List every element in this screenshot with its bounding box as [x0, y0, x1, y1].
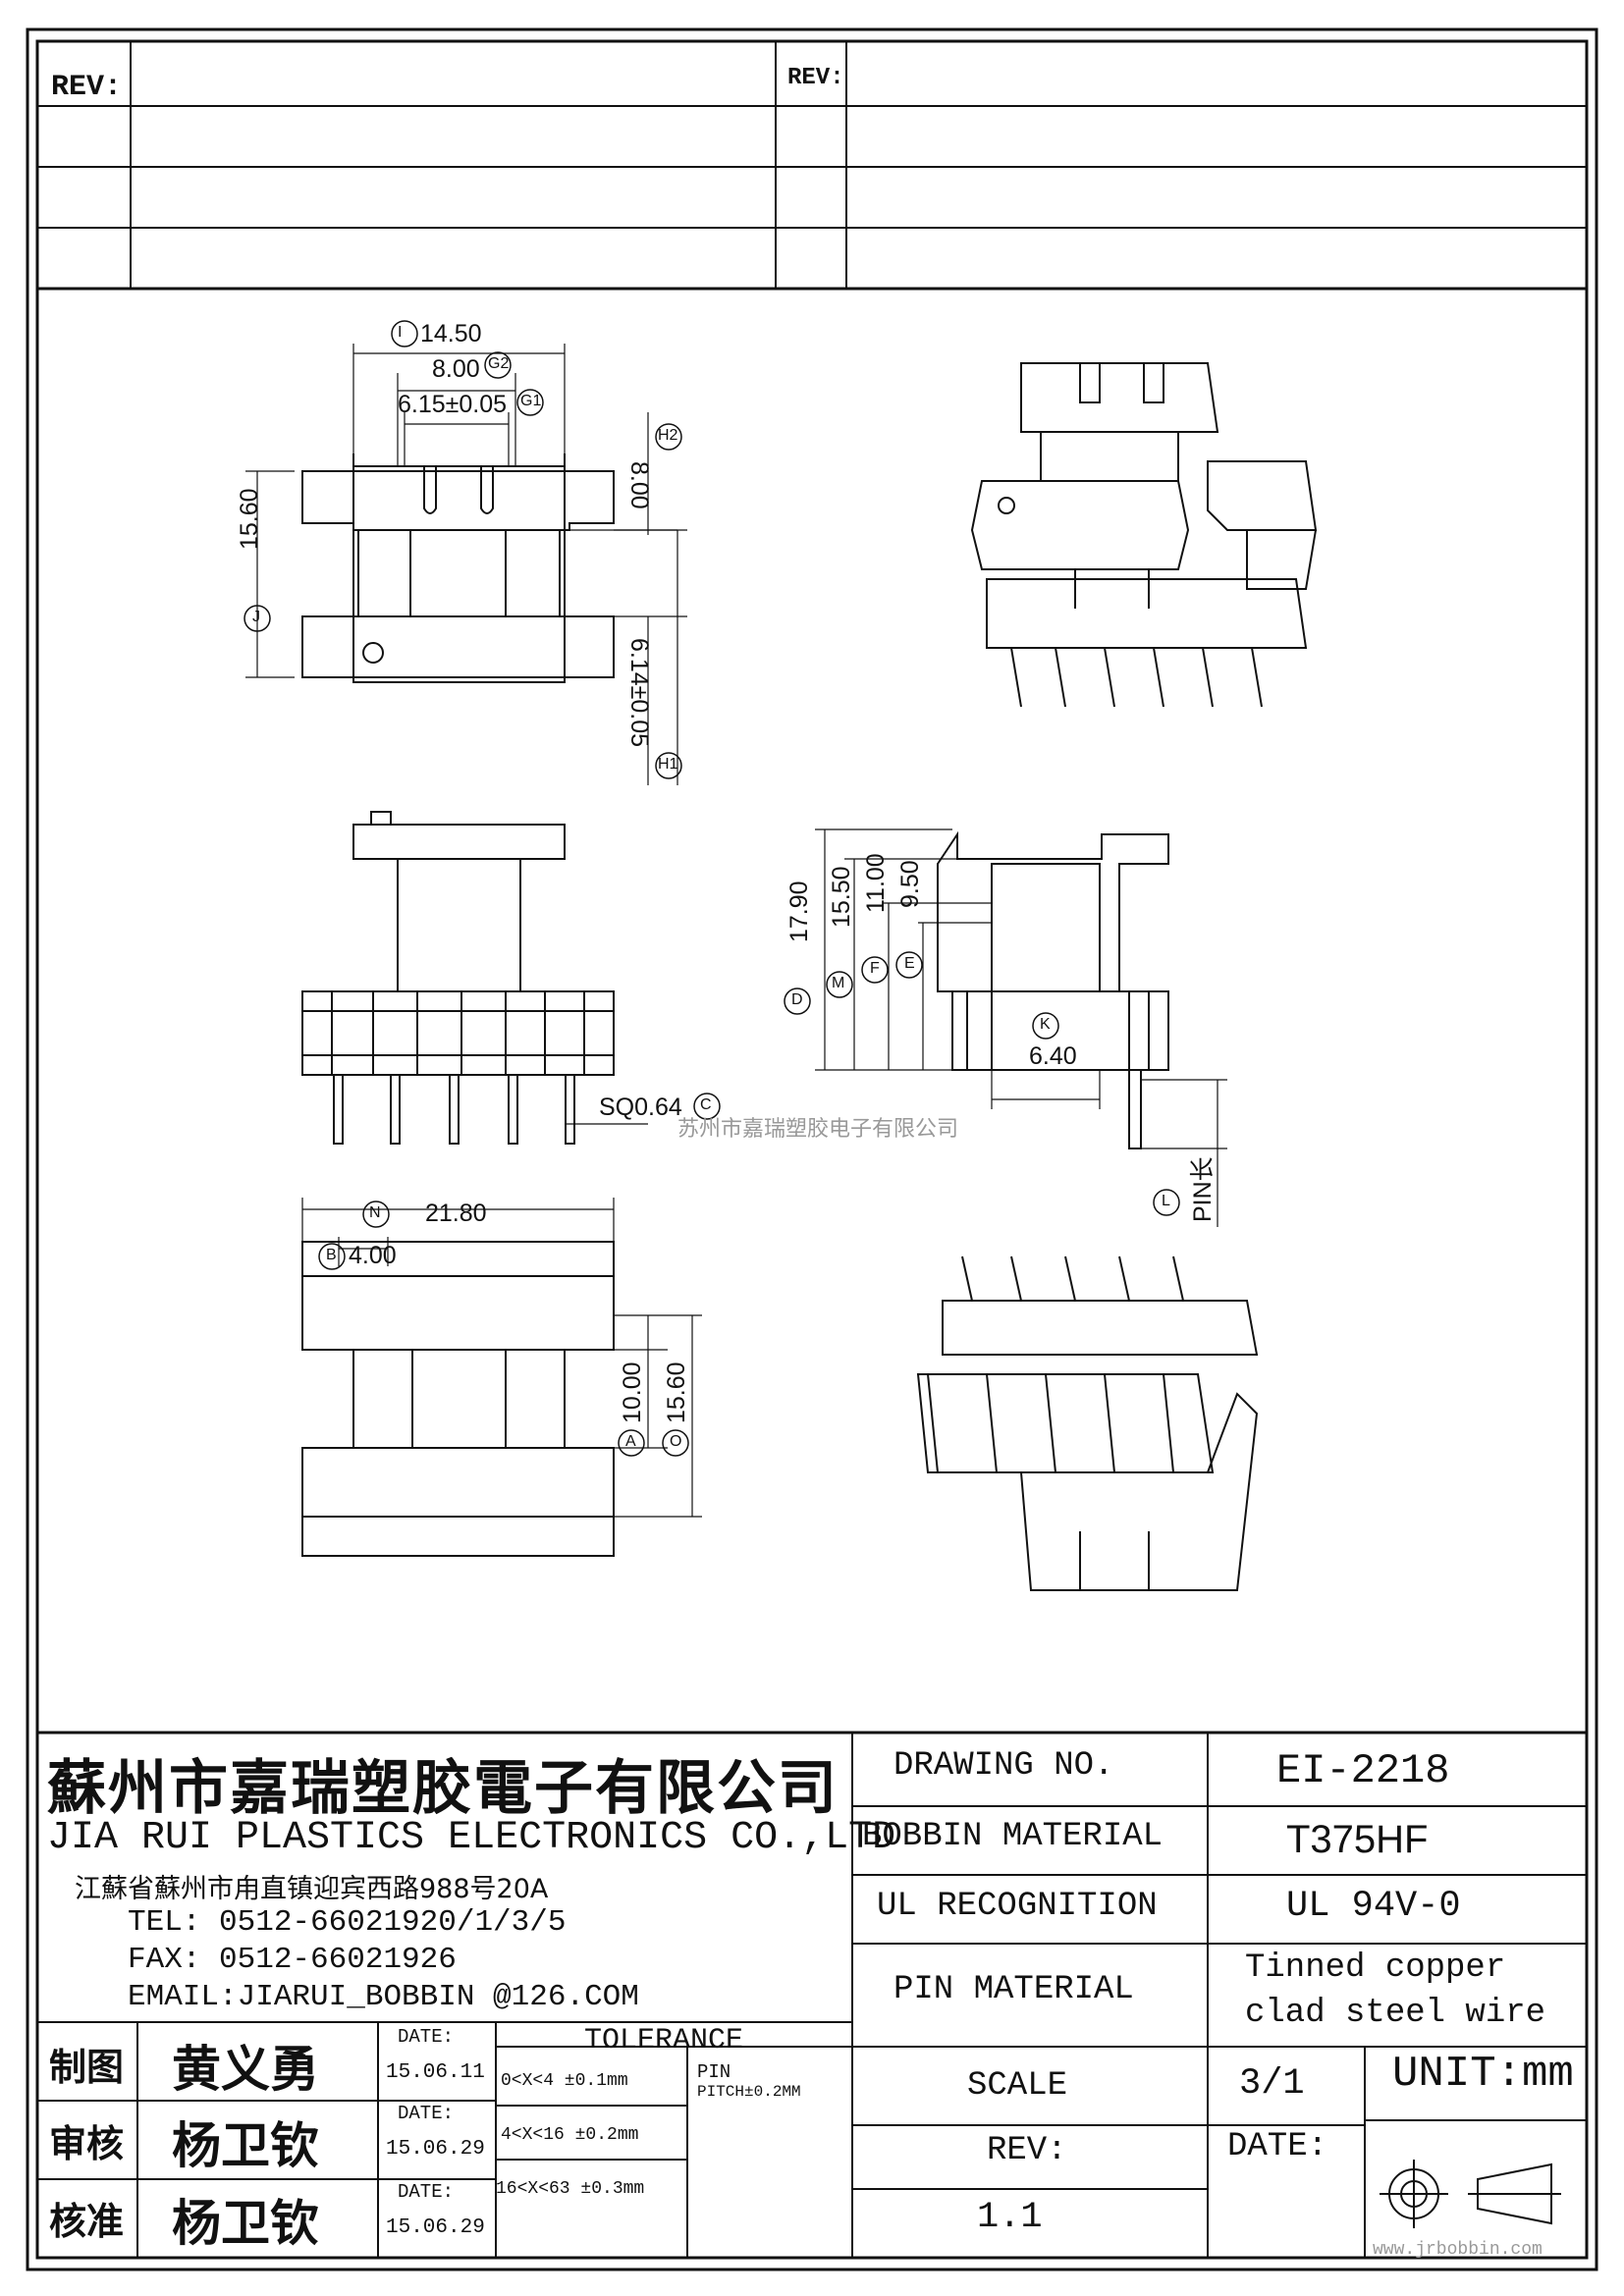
tag-b: B — [326, 1247, 337, 1263]
company-name-en: JIA RUI PLASTICS ELECTRONICS CO.,LTD — [47, 1816, 896, 1860]
date-label-approve: DATE: — [398, 2181, 455, 2203]
role-draw: 制图 — [49, 2045, 125, 2089]
dim-j: 15.60 — [236, 488, 263, 550]
rev-label: REV: — [987, 2132, 1067, 2169]
dim-m: 15.50 — [828, 866, 855, 928]
iso-view-bottom — [916, 1255, 1259, 1591]
side-view — [815, 828, 1227, 1227]
inner-border — [35, 39, 1589, 2260]
name-review: 杨卫钦 — [172, 2116, 319, 2174]
bobbin-material-label: BOBBIN MATERIAL — [862, 1818, 1164, 1855]
bottom-view — [301, 1198, 702, 1557]
revision-table — [37, 41, 1587, 291]
role-review: 审核 — [49, 2121, 125, 2165]
tag-g2: G2 — [488, 355, 510, 372]
dim-pin-length: PIN长 — [1189, 1156, 1217, 1222]
title-block — [37, 1731, 1587, 2258]
tag-i: I — [398, 324, 403, 341]
website-watermark: www.jrbobbin.com — [1373, 2240, 1543, 2260]
company-email: EMAIL:JIARUI_BOBBIN @126.COM — [128, 1980, 639, 2014]
date-label: DATE: — [1227, 2128, 1328, 2165]
tolerance-3: 16<X<63 ±0.3mm — [496, 2179, 645, 2199]
outer-border — [26, 27, 1598, 2271]
dim-e: 9.50 — [896, 860, 924, 908]
pin-label: PIN — [697, 2061, 731, 2083]
pin-material-label: PIN MATERIAL — [893, 1971, 1134, 2008]
tag-m: M — [832, 975, 845, 991]
date-label-draw: DATE: — [398, 2026, 455, 2048]
dim-n: 21.80 — [425, 1200, 487, 1227]
company-fax: FAX: 0512-66021926 — [128, 1943, 457, 1977]
tag-d: D — [791, 991, 803, 1008]
company-tel: TEL: 0512-66021920/1/3/5 — [128, 1905, 567, 1940]
pin-material-line2: clad steel wire — [1245, 1995, 1546, 2032]
dim-o: 15.60 — [663, 1362, 690, 1423]
pin-material-line1: Tinned copper — [1245, 1949, 1506, 1987]
date-review: 15.06.29 — [386, 2138, 485, 2161]
tag-g1: G1 — [520, 393, 542, 409]
ul-value: UL 94V-0 — [1286, 1886, 1461, 1927]
pin-pitch: PITCH±0.2MM — [697, 2083, 801, 2101]
dim-k: 6.40 — [1029, 1042, 1077, 1070]
dim-h2: 8.00 — [625, 461, 653, 509]
tag-h2: H2 — [658, 427, 678, 444]
drawing-no: EI-2218 — [1276, 1747, 1450, 1794]
dimension-tags — [244, 320, 1180, 1457]
company-name-cn: 蘇州市嘉瑞塑胶電子有限公司 — [47, 1754, 839, 1823]
role-approve: 核准 — [49, 2199, 125, 2243]
tolerance-1: 0<X<4 ±0.1mm — [501, 2071, 628, 2091]
rev-left-label: REV: — [51, 71, 123, 104]
unit-label: UNIT:mm — [1392, 2050, 1574, 2099]
tag-c: C — [700, 1096, 712, 1113]
tolerance-label: TOLERANCE — [584, 2024, 744, 2057]
dim-a: 10.00 — [619, 1362, 646, 1423]
dim-d: 17.90 — [785, 881, 813, 942]
ul-label: UL RECOGNITION — [877, 1888, 1158, 1925]
tag-o: O — [670, 1433, 682, 1450]
tag-a: A — [625, 1433, 636, 1450]
name-draw: 黄义勇 — [172, 2040, 319, 2098]
tag-n: N — [369, 1204, 381, 1221]
dim-g2: 8.00 — [432, 355, 480, 383]
name-approve: 杨卫钦 — [172, 2194, 319, 2252]
scale-value: 3/1 — [1239, 2063, 1305, 2105]
watermark-text: 苏州市嘉瑞塑胶电子有限公司 — [677, 1117, 959, 1142]
iso-view-top — [970, 362, 1318, 708]
front-view — [301, 811, 648, 1145]
tag-h1: H1 — [658, 756, 678, 773]
tolerance-2: 4<X<16 ±0.2mm — [501, 2125, 639, 2145]
date-approve: 15.06.29 — [386, 2216, 485, 2239]
tag-k: K — [1040, 1016, 1051, 1033]
dim-b: 4.00 — [349, 1242, 397, 1269]
tag-l: L — [1162, 1193, 1170, 1209]
rev-value: 1.1 — [977, 2197, 1043, 2238]
projection-symbol — [1380, 2160, 1561, 2228]
scale-label: SCALE — [967, 2067, 1068, 2105]
tag-e: E — [904, 955, 915, 972]
dim-g1: 6.15±0.05 — [398, 391, 508, 418]
tag-f: F — [870, 960, 880, 977]
rev-right-label: REV: — [787, 65, 844, 91]
tag-j: J — [252, 609, 260, 625]
date-draw: 15.06.11 — [386, 2061, 485, 2084]
dim-i: 14.50 — [420, 320, 482, 347]
drawing-no-label: DRAWING NO. — [893, 1747, 1114, 1785]
dim-f: 11.00 — [862, 853, 890, 913]
top-view — [245, 344, 687, 785]
company-address: 江蘇省蘇州市甪直镇迎宾西路988号20A — [75, 1874, 549, 1904]
dim-h1: 6.14±0.05 — [625, 638, 653, 748]
bobbin-material: T375HF — [1286, 1818, 1429, 1861]
dim-sq: SQ0.64 — [599, 1094, 682, 1121]
date-label-review: DATE: — [398, 2103, 455, 2124]
